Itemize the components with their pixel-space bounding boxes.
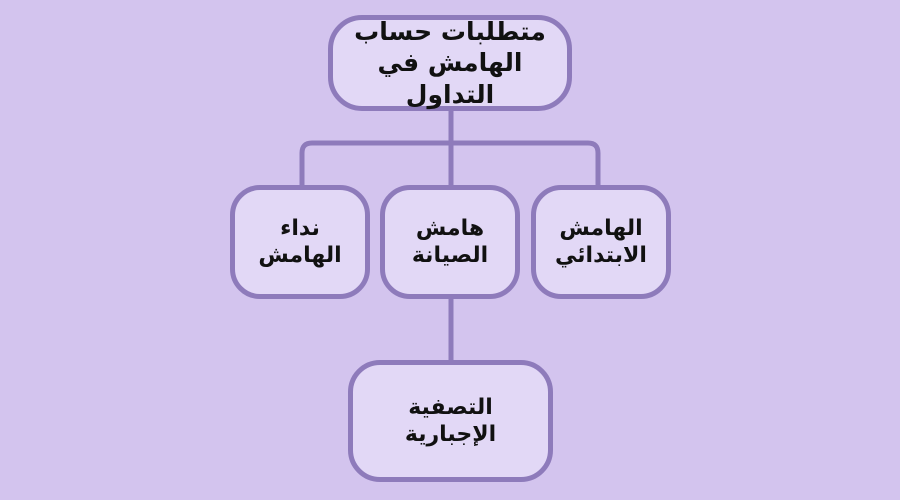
node-margin-call-line1: نداء bbox=[280, 215, 320, 241]
node-forced-liquidation-line2: الإجبارية bbox=[404, 422, 497, 447]
root-node-line1: متطلبات حساب bbox=[354, 17, 546, 47]
root-node-line2: الهامش في التداول bbox=[377, 48, 523, 109]
node-initial-margin-line2: الابتدائي bbox=[555, 243, 647, 268]
node-initial-margin-line1: الهامش bbox=[559, 215, 643, 241]
node-maintenance-margin: هامش الصيانة bbox=[380, 185, 520, 299]
root-node-margin-requirements: متطلبات حساب الهامش في التداول bbox=[328, 15, 572, 111]
node-forced-liquidation: التصفية الإجبارية bbox=[348, 360, 553, 482]
node-margin-call-line2: الهامش bbox=[258, 243, 342, 268]
node-margin-call: نداء الهامش bbox=[230, 185, 370, 299]
node-initial-margin: الهامش الابتدائي bbox=[531, 185, 671, 299]
node-forced-liquidation-line1: التصفية bbox=[408, 394, 493, 420]
node-maintenance-margin-line2: الصيانة bbox=[411, 243, 489, 268]
node-maintenance-margin-line1: هامش bbox=[415, 215, 485, 241]
